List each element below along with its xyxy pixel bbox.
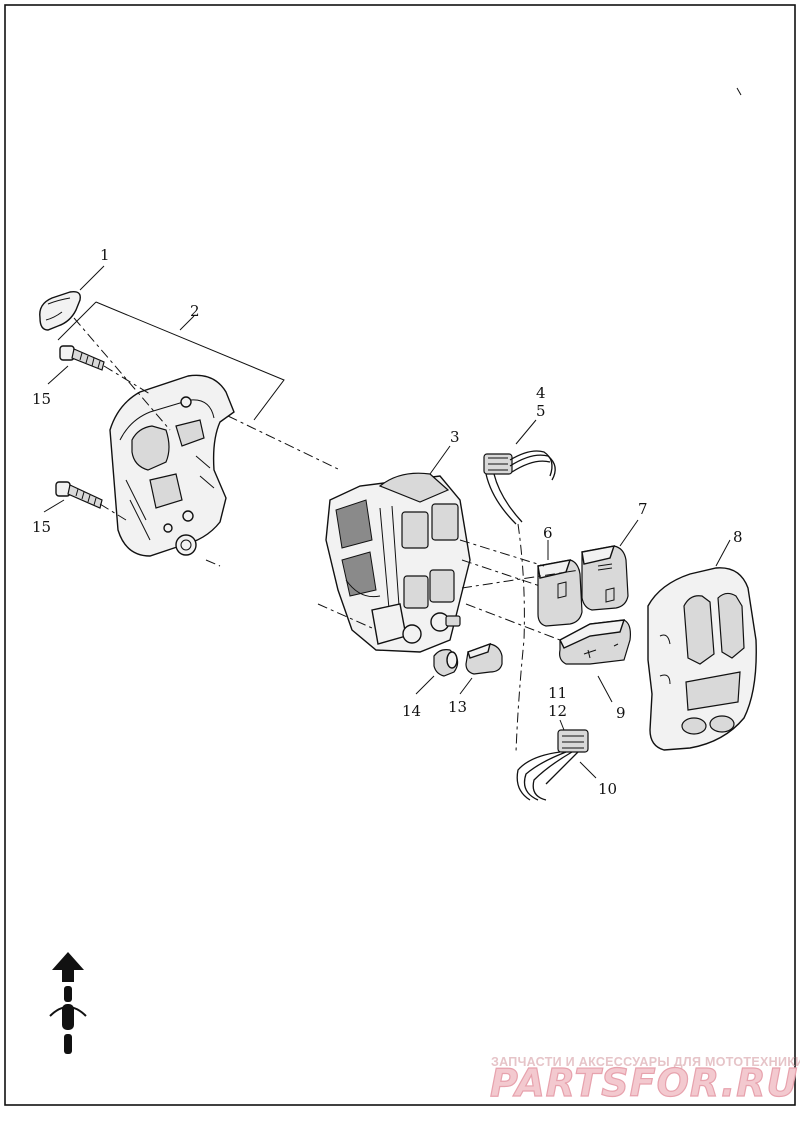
part-15-screw-lower bbox=[55, 481, 103, 509]
watermark-brand: PARTSFOR.RU bbox=[490, 1061, 798, 1105]
motorcycle-top-view-icon bbox=[49, 986, 87, 1054]
part-1-cap bbox=[39, 290, 81, 331]
part-3-switch-assembly bbox=[325, 472, 471, 653]
part-13-knob bbox=[465, 642, 503, 675]
part-4-5-connector-harness bbox=[483, 450, 556, 753]
part-7-switch-cap bbox=[581, 545, 629, 611]
callout-2: 2 bbox=[190, 302, 200, 320]
callout-9: 9 bbox=[616, 704, 626, 722]
callout-12: 12 bbox=[548, 702, 567, 720]
callout-6: 6 bbox=[543, 524, 553, 542]
callout-8: 8 bbox=[733, 528, 743, 546]
callout-7: 7 bbox=[638, 500, 648, 518]
callout-5: 5 bbox=[536, 402, 546, 420]
callout-10: 10 bbox=[598, 780, 617, 798]
page-border bbox=[4, 4, 796, 1106]
leader-lines bbox=[43, 265, 731, 779]
callout-15-lower: 15 bbox=[32, 518, 51, 536]
part-2-housing bbox=[109, 374, 235, 557]
part-8-cover bbox=[647, 567, 757, 751]
callout-13: 13 bbox=[448, 698, 467, 716]
callout-4: 4 bbox=[536, 384, 546, 402]
part-10-harness bbox=[516, 729, 589, 801]
part-9-switch-cap bbox=[559, 619, 631, 665]
watermark-tagline: ЗАПЧАСТИ И АКСЕССУАРЫ ДЛЯ МОТОТЕХНИКИ bbox=[491, 1055, 800, 1069]
callout-3: 3 bbox=[450, 428, 460, 446]
part-14-knob bbox=[433, 649, 459, 677]
part-15-screw-upper bbox=[59, 345, 105, 371]
callout-1: 1 bbox=[100, 246, 110, 264]
callout-15-upper: 15 bbox=[32, 390, 51, 408]
forward-arrow-icon bbox=[52, 952, 84, 982]
stray-mark bbox=[736, 87, 742, 96]
callout-11: 11 bbox=[548, 684, 567, 702]
callout-14: 14 bbox=[402, 702, 421, 720]
part-6-switch-cap bbox=[537, 559, 583, 627]
